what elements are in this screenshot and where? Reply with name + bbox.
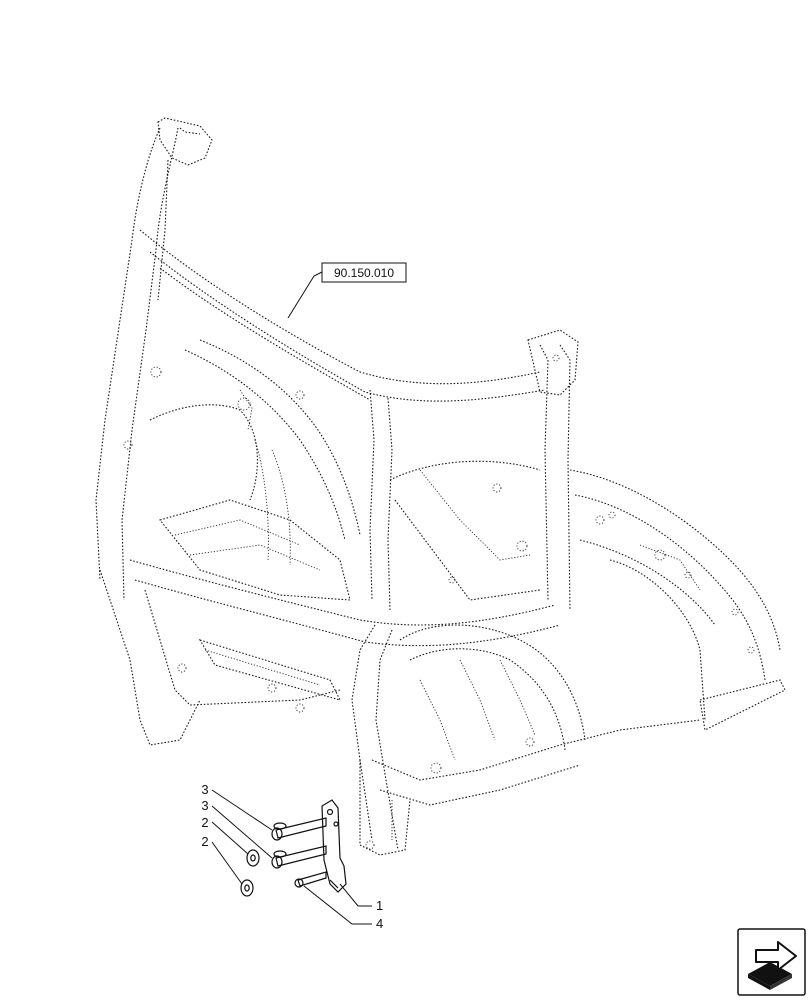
callout-1: 1 (376, 898, 383, 913)
callout-numbers: 3 3 2 2 1 4 (201, 782, 383, 931)
bracket-plate (321, 799, 347, 893)
callout-4: 4 (376, 916, 383, 931)
washer-upper (246, 849, 260, 867)
washer-lower (240, 879, 254, 897)
page-forward-arrow-icon[interactable] (737, 928, 806, 996)
pin-upper (271, 817, 327, 841)
callout-2-upper: 2 (201, 815, 208, 830)
callout-3-lower: 3 (201, 798, 208, 813)
exploded-parts (240, 799, 347, 897)
reference-label-box: 90.150.010 (287, 262, 407, 319)
callout-2-lower: 2 (201, 834, 208, 849)
callout-3-upper: 3 (201, 782, 208, 797)
callout-leaders (211, 789, 372, 925)
pin-lower (271, 845, 327, 869)
bolt (294, 871, 327, 888)
reference-label: 90.150.010 (334, 266, 394, 280)
cab-frame-drawing (95, 117, 786, 856)
